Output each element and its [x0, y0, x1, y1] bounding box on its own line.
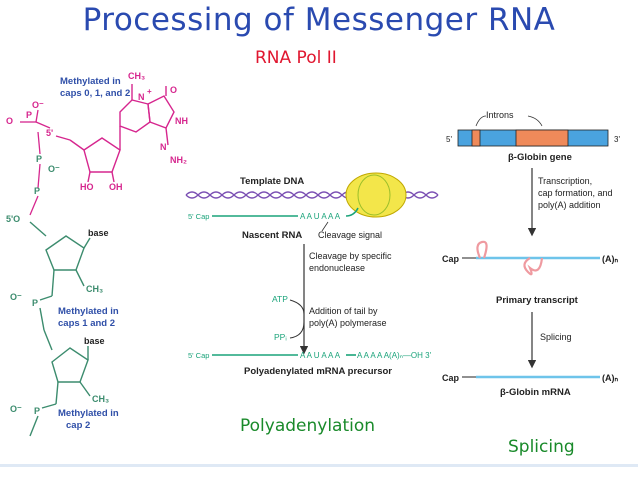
base-label-1: base	[88, 228, 109, 238]
methyl-note2-line2: caps 1 and 2	[58, 318, 115, 329]
methyl-note2-line1: Methylated in	[58, 306, 119, 317]
introns-label: Introns	[486, 110, 514, 120]
triphosphate-bonds	[20, 109, 71, 216]
n7-label: N	[138, 92, 145, 102]
step1-line1: Cleavage by specific	[309, 251, 392, 261]
intron-1	[471, 129, 481, 147]
o-minus-1: O⁻	[32, 100, 44, 110]
cap-ribose	[69, 126, 121, 183]
cap-note-line2: caps 0, 1, and 2	[60, 88, 130, 99]
gene-label: β-Globin gene	[508, 152, 572, 163]
five-cap-label-1: 5' Cap	[188, 212, 209, 221]
ribose-2	[29, 221, 91, 331]
ho-label: HO	[80, 182, 94, 192]
step1-line2: endonuclease	[309, 263, 365, 273]
tail-seq: A A A A A(A)ₙ—OH 3'	[357, 351, 432, 360]
p-atom-1: P	[26, 110, 32, 120]
nh-label: NH	[175, 116, 188, 126]
ch3-label-2: CH₃	[86, 284, 103, 294]
ribose-3	[29, 329, 91, 437]
transcription-line1: Transcription,	[538, 176, 592, 186]
polya-label-2: (A)ₙ	[602, 373, 618, 383]
five-prime-outer: 5'O	[6, 214, 20, 224]
intron-loop-2	[523, 257, 544, 276]
intron-pointer-1	[475, 115, 487, 127]
page-title: Processing of Messenger RNA	[82, 2, 556, 38]
cap-label-1: Cap	[442, 254, 460, 264]
o-minus-4: O⁻	[10, 292, 22, 302]
five-prime-inner: 5'	[46, 128, 53, 138]
intron-loop-1	[476, 240, 488, 259]
n7-charge: +	[147, 87, 152, 96]
carbonyl-o: O	[170, 85, 177, 95]
p-atom-2: P	[36, 154, 42, 164]
polyadenylation-heading: Polyadenylation	[240, 416, 375, 436]
step2-line2: poly(A) polymerase	[309, 318, 387, 328]
atp-curve	[289, 299, 305, 315]
p-atom-5: P	[34, 406, 40, 416]
gene-five-prime: 5'	[446, 135, 452, 144]
nascent-rna-label: Nascent RNA	[242, 230, 302, 241]
oh-label: OH	[109, 182, 123, 192]
atp-label: ATP	[272, 294, 288, 304]
signal-seq-2: A A U A A A	[300, 351, 341, 360]
cap-note-line1: Methylated in	[60, 76, 121, 87]
rna-polymerase-inner	[357, 174, 391, 216]
intron-pointer-2	[527, 115, 543, 127]
intron-2	[515, 129, 569, 147]
o-atom-1: O	[6, 116, 13, 126]
o-minus-2: O⁻	[48, 164, 60, 174]
cap-structure: Methylated in caps 0, 1, and 2 CH₃ N + O…	[6, 71, 188, 437]
cap-label-2: Cap	[442, 373, 460, 383]
nh2-label: NH₂	[170, 155, 187, 165]
p-atom-3: P	[34, 186, 40, 196]
nascent-rna-tail	[345, 207, 359, 217]
precursor-label: Polyadenylated mRNA precursor	[244, 366, 392, 377]
five-cap-label-2: 5' Cap	[188, 351, 209, 360]
mrna-label: β-Globin mRNA	[500, 387, 571, 398]
methyl-note3-line1: Methylated in	[58, 408, 119, 419]
cleavage-signal-label: Cleavage signal	[318, 230, 382, 240]
ppi-label: PPᵢ	[274, 332, 287, 342]
page-subtitle: RNA Pol II	[255, 48, 337, 68]
base-label-2: base	[84, 336, 105, 346]
step2-line1: Addition of tail by	[309, 306, 378, 316]
bottom-rule	[0, 464, 638, 467]
ppi-curve	[289, 321, 305, 339]
rna-polymerase	[345, 172, 407, 218]
o-minus-5: O⁻	[10, 404, 22, 414]
splicing-heading: Splicing	[508, 437, 575, 457]
ch3-label-3: CH₃	[92, 394, 109, 404]
primary-transcript-label: Primary transcript	[496, 295, 579, 306]
methyl-note3-line2: cap 2	[66, 420, 90, 431]
gene-three-prime: 3'	[614, 135, 620, 144]
methyl-group-top: CH₃	[128, 71, 145, 81]
template-dna-label: Template DNA	[240, 176, 304, 187]
p-atom-4: P	[32, 298, 38, 308]
transcription-line2: cap formation, and	[538, 188, 613, 198]
signal-seq-1: A A U A A A	[300, 212, 341, 221]
transcription-line3: poly(A) addition	[538, 200, 601, 210]
cleavage-pointer	[321, 221, 329, 232]
splicing-panel: Introns 5' 3' β-Globin gene Transcriptio…	[442, 110, 620, 457]
polya-label-1: (A)ₙ	[602, 254, 618, 264]
n-atom-label: N	[160, 142, 167, 152]
polyadenylation-panel: Template DNA 5' Cap A A U A A A Nascent …	[185, 172, 439, 436]
splicing-step-label: Splicing	[540, 332, 572, 342]
